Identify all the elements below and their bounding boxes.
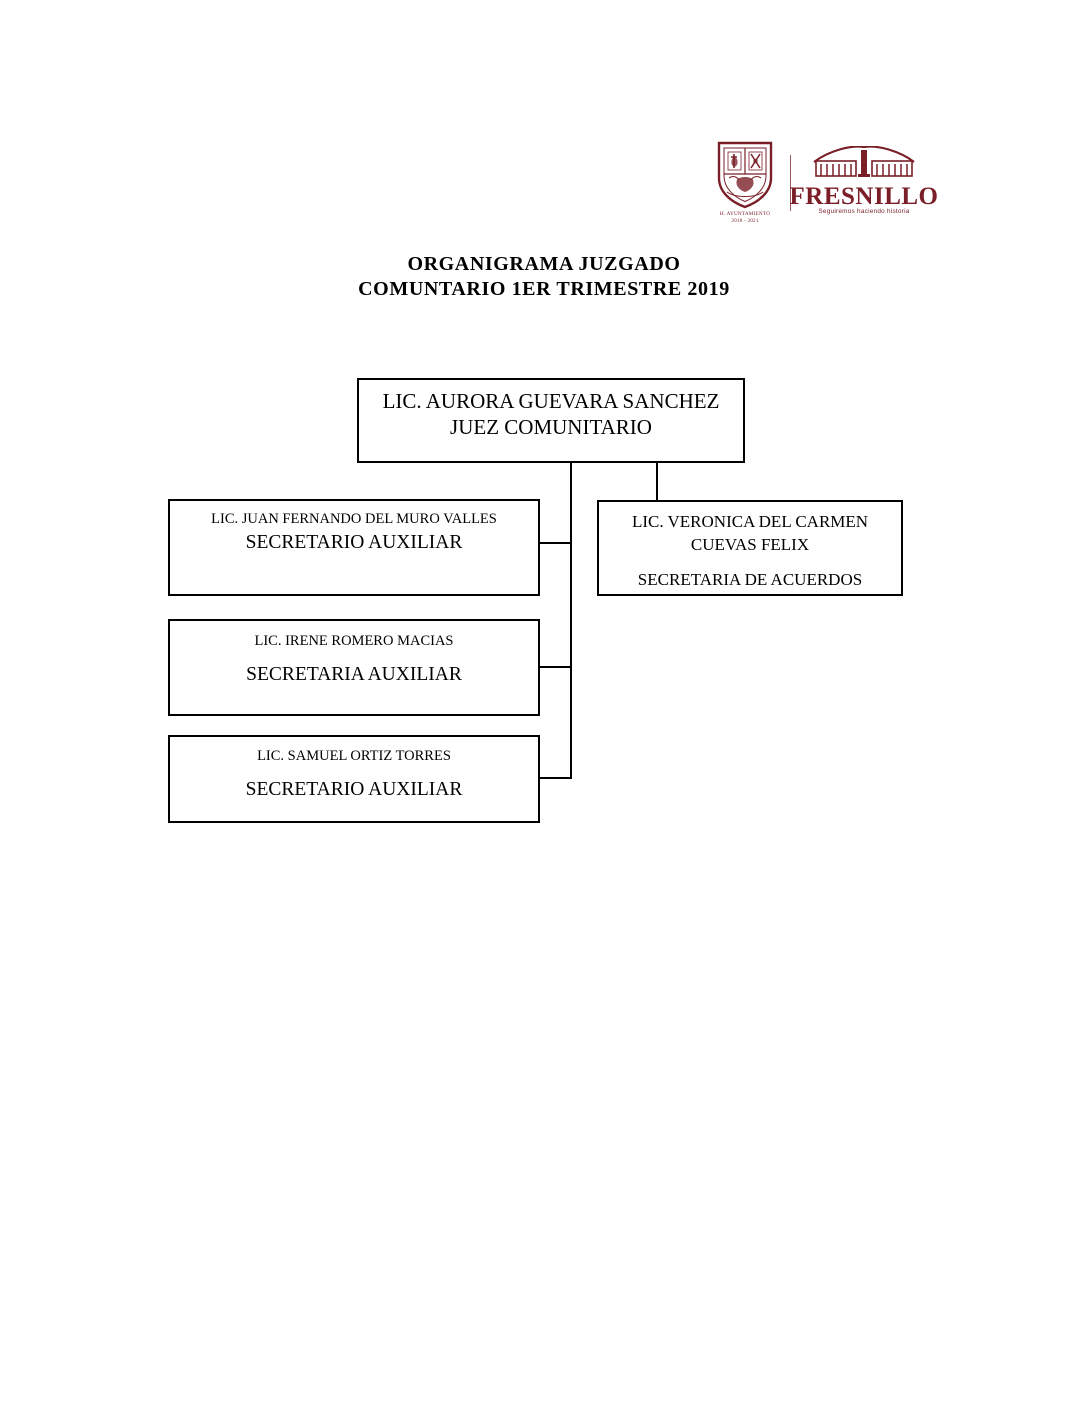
crest-caption-line-2: 2018 - 2021 [731, 218, 759, 224]
connector-juez-to-acuerdos [656, 461, 658, 501]
org-node-name: LIC. AURORA GUEVARA SANCHEZ [382, 389, 720, 413]
org-node-secretaria-de-acuerdos: LIC. VERONICA DEL CARMEN CUEVAS FELIX SE… [597, 500, 903, 596]
coat-of-arms-shield-icon [715, 140, 775, 210]
org-node-role: SECRETARIO AUXILIAR [245, 532, 463, 553]
municipal-crest-logo: H. AYUNTAMIENTO 2018 - 2021 [712, 140, 778, 226]
org-node-name-line-2: CUEVAS FELIX [690, 535, 810, 554]
org-node-name: LIC. JUAN FERNANDO DEL MURO VALLES [211, 511, 497, 527]
org-node-role: SECRETARIO AUXILIAR [245, 779, 463, 800]
org-node-juez-comunitario: LIC. AURORA GUEVARA SANCHEZ JUEZ COMUNIT… [357, 378, 745, 463]
fresnillo-aqueduct-icon [808, 145, 920, 185]
org-node-secretario-auxiliar-1: LIC. JUAN FERNANDO DEL MURO VALLES SECRE… [168, 499, 540, 596]
crest-caption-line-1: H. AYUNTAMIENTO [719, 211, 771, 217]
org-node-secretario-auxiliar-3: LIC. SAMUEL ORTIZ TORRES SECRETARIO AUXI… [168, 735, 540, 823]
connector-stub-sec1 [538, 542, 572, 544]
connector-vertical-spine [570, 461, 572, 779]
connector-stub-sec3 [538, 777, 572, 779]
org-node-name: LIC. IRENE ROMERO MACIAS [254, 633, 454, 649]
org-node-role: SECRETARIA DE ACUERDOS [637, 570, 863, 589]
page-title-line-1: ORGANIGRAMA JUZGADO [407, 253, 681, 275]
page-title-line-2: COMUNTARIO 1ER TRIMESTRE 2019 [358, 278, 730, 300]
org-node-role: JUEZ COMUNITARIO [450, 415, 652, 439]
org-node-name: LIC. SAMUEL ORTIZ TORRES [257, 748, 451, 764]
org-node-role: SECRETARIA AUXILIAR [246, 664, 462, 685]
org-node-name: LIC. VERONICA DEL CARMEN [631, 512, 869, 531]
page-title: ORGANIGRAMA JUZGADO COMUNTARIO 1ER TRIME… [0, 252, 1088, 302]
fresnillo-tagline: Seguiremos haciendo historia [818, 208, 910, 215]
fresnillo-logo: FRESNILLO Seguiremos haciendo historia [790, 145, 938, 220]
org-node-secretaria-auxiliar-2: LIC. IRENE ROMERO MACIAS SECRETARIA AUXI… [168, 619, 540, 716]
connector-stub-sec2 [538, 666, 572, 668]
fresnillo-wordmark: FRESNILLO [789, 183, 939, 210]
logo-divider [790, 155, 791, 211]
header-logo-band: H. AYUNTAMIENTO 2018 - 2021 [712, 138, 952, 228]
